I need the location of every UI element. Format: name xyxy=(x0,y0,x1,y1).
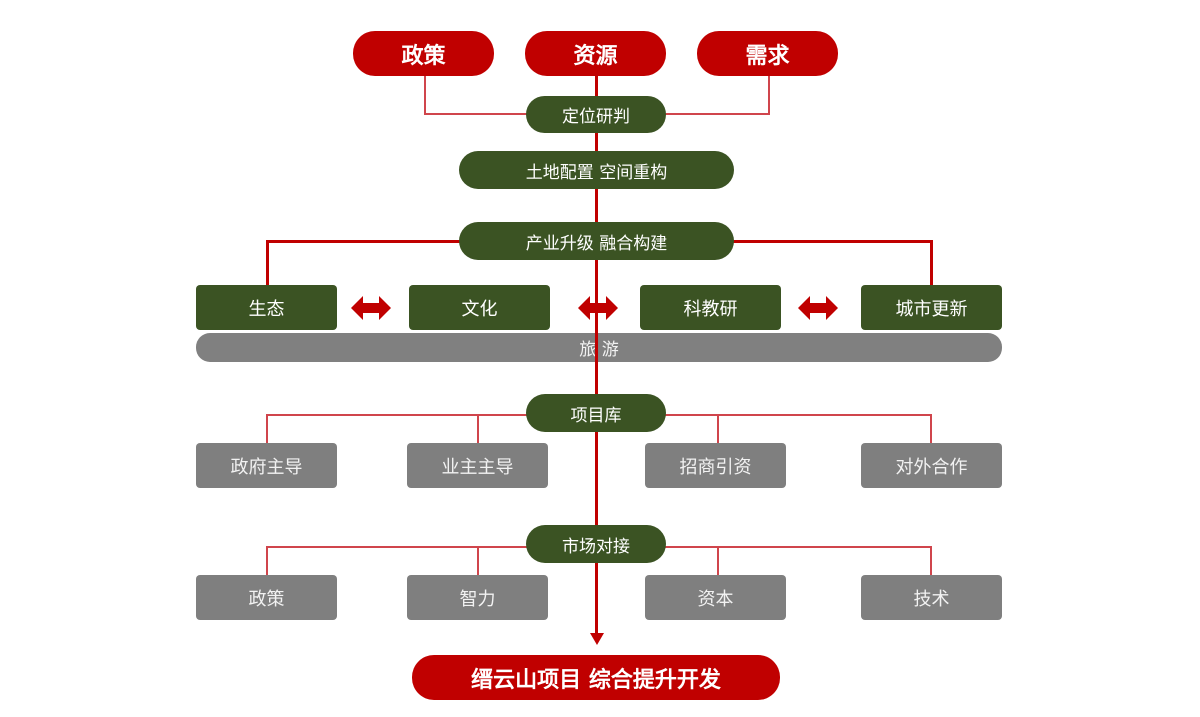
resource-capital: 资本 xyxy=(645,575,786,620)
connector-market-right-2 xyxy=(930,546,932,576)
spine-arrowhead-icon xyxy=(589,633,604,645)
connector-library-right xyxy=(664,414,932,416)
connector-market-right xyxy=(664,546,932,548)
connector-market-left-2 xyxy=(477,546,479,576)
sector-culture: 文化 xyxy=(409,285,550,330)
connector-demand-across xyxy=(664,113,770,115)
connector-library-left-2 xyxy=(477,414,479,444)
mode-owner-led: 业主主导 xyxy=(407,443,548,488)
mode-government-led: 政府主导 xyxy=(196,443,337,488)
resource-technology: 技术 xyxy=(861,575,1002,620)
main-spine-overlay xyxy=(595,330,598,370)
connector-library-right-2 xyxy=(930,414,932,444)
connector-library-left xyxy=(266,414,528,416)
industry-node: 产业升级 融合构建 xyxy=(459,222,734,260)
double-arrow-icon xyxy=(578,296,618,320)
connector-market-left-1 xyxy=(266,546,268,576)
connector-industry-left-across xyxy=(266,240,466,243)
input-policy: 政策 xyxy=(353,31,494,76)
connector-market-left xyxy=(266,546,528,548)
resource-policy: 政策 xyxy=(196,575,337,620)
connector-market-right-1 xyxy=(717,546,719,576)
tourism-bar: 旅 游 xyxy=(196,333,1002,362)
sector-research: 科教研 xyxy=(640,285,781,330)
resource-intellect: 智力 xyxy=(407,575,548,620)
double-arrow-icon xyxy=(798,296,838,320)
project-library-node: 项目库 xyxy=(526,394,666,432)
sector-urban-renewal: 城市更新 xyxy=(861,285,1002,330)
mode-external-cooperation: 对外合作 xyxy=(861,443,1002,488)
market-node: 市场对接 xyxy=(526,525,666,563)
input-resources: 资源 xyxy=(525,31,666,76)
outcome-node: 缙云山项目 综合提升开发 xyxy=(412,655,780,700)
mode-investment-attraction: 招商引资 xyxy=(645,443,786,488)
connector-policy-down xyxy=(424,74,426,115)
input-demand: 需求 xyxy=(697,31,838,76)
connector-library-left-1 xyxy=(266,414,268,444)
double-arrow-icon xyxy=(351,296,391,320)
connector-industry-left-down xyxy=(266,240,269,286)
land-node: 土地配置 空间重构 xyxy=(459,151,734,189)
connector-demand-down xyxy=(768,74,770,115)
connector-library-right-1 xyxy=(717,414,719,444)
connector-industry-right-across xyxy=(730,240,933,243)
sector-ecology: 生态 xyxy=(196,285,337,330)
positioning-node: 定位研判 xyxy=(526,96,666,133)
connector-policy-across xyxy=(424,113,528,115)
connector-industry-right-down xyxy=(930,240,933,286)
